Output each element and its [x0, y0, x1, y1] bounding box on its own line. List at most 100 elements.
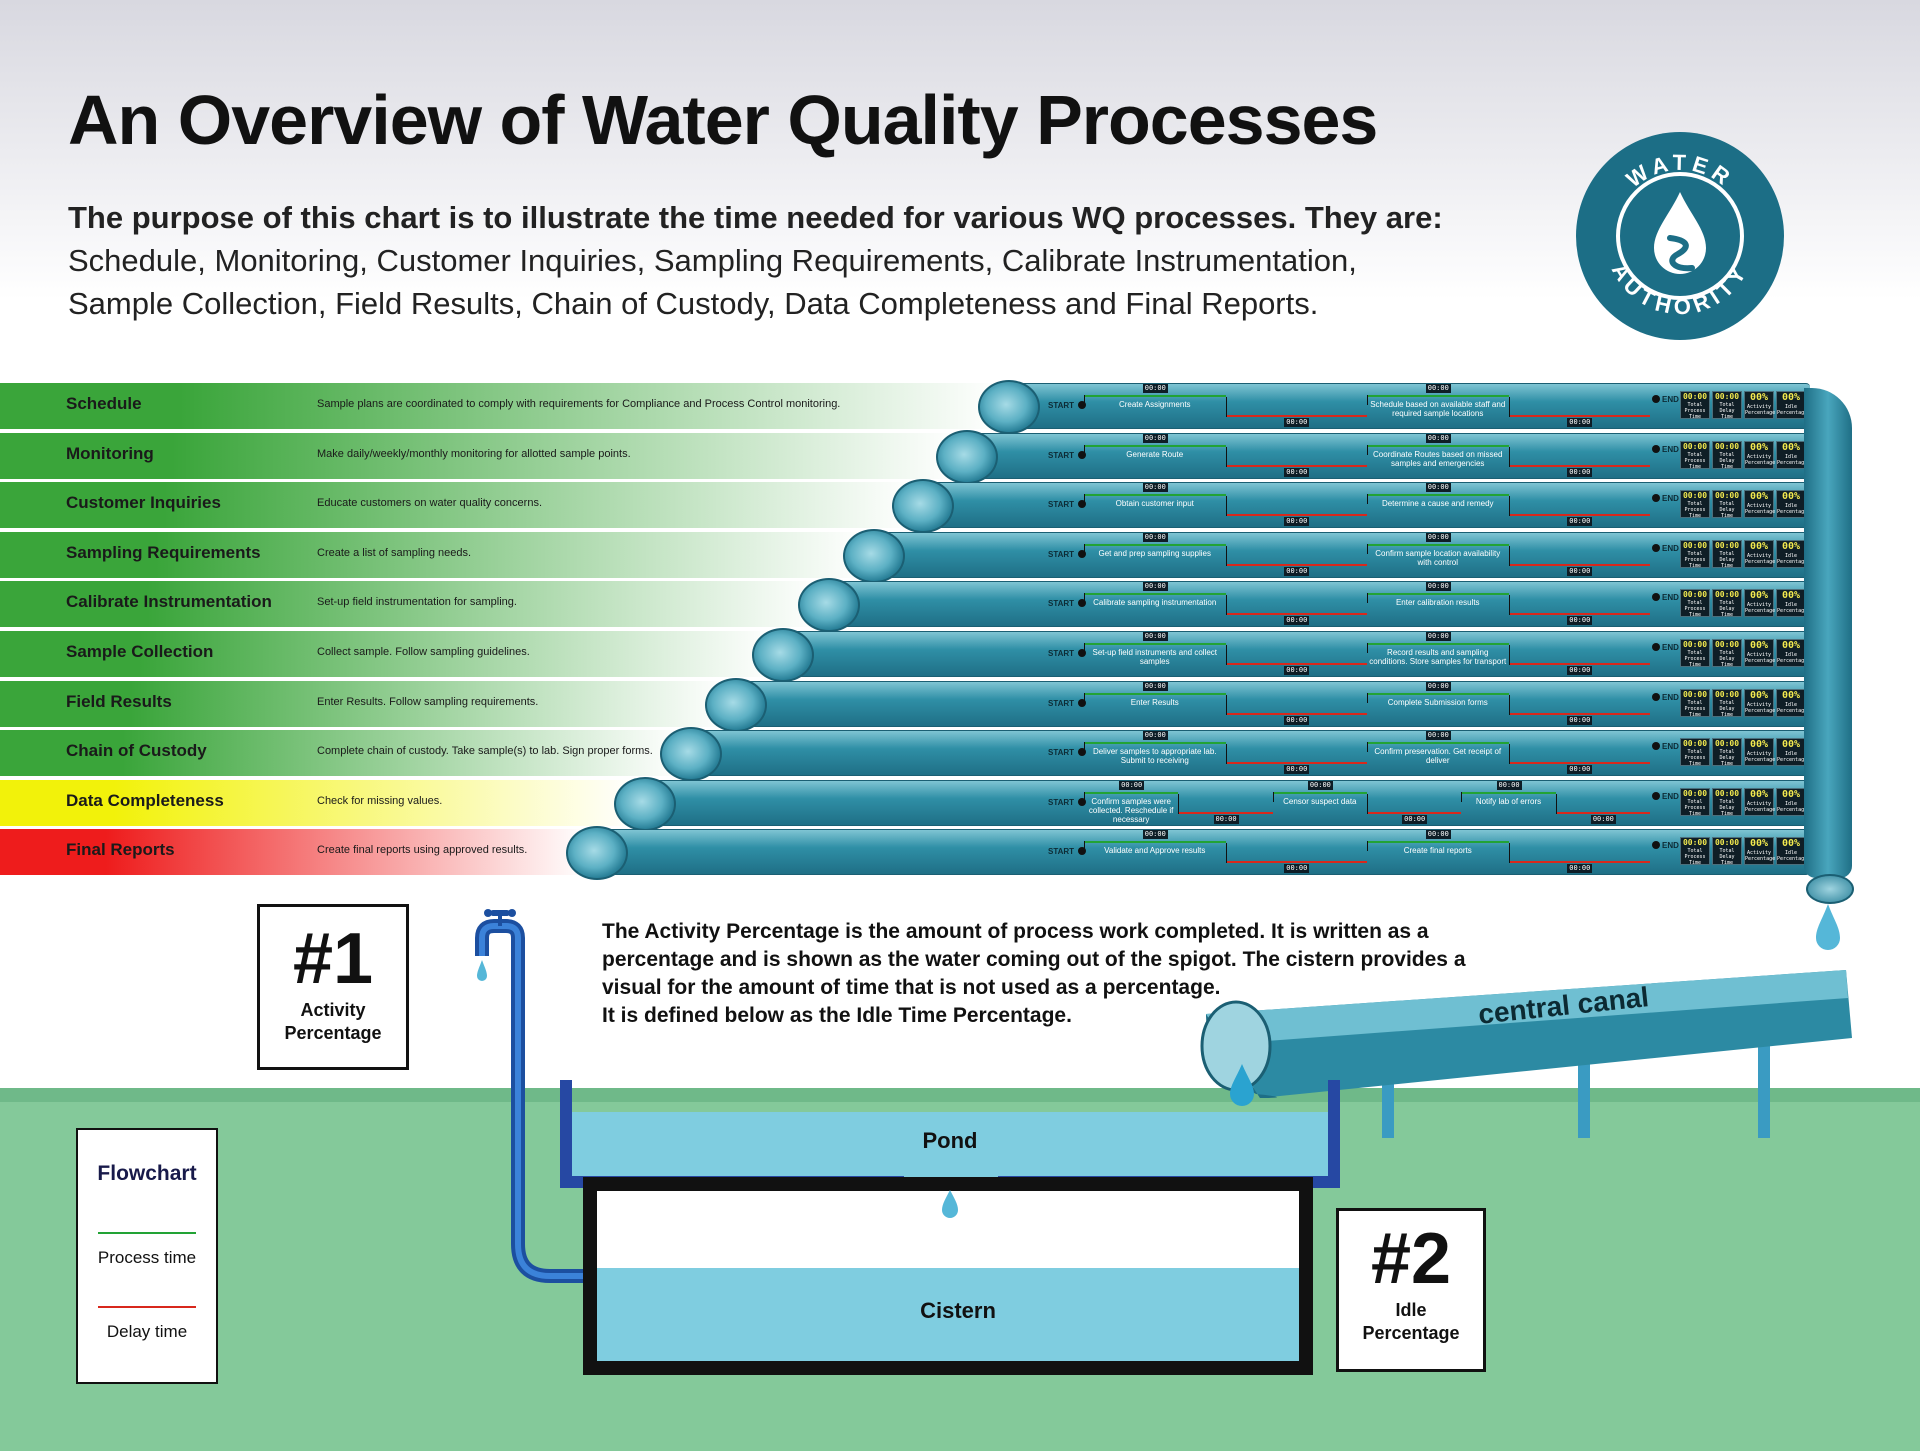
step-tick — [1178, 794, 1180, 814]
step-tick — [1508, 546, 1510, 566]
water-drop-icon — [1654, 192, 1706, 274]
process-description: Educate customers on water quality conce… — [317, 497, 543, 509]
process-band — [0, 532, 863, 578]
process-timer: 00:00 — [1425, 533, 1451, 542]
process-time-line — [1084, 841, 1226, 843]
display-value: 00% — [1781, 640, 1801, 651]
step-tick — [1225, 496, 1227, 516]
process-band — [0, 581, 818, 627]
delay-timer: 00:00 — [1567, 468, 1593, 477]
process-label: Monitoring — [66, 444, 154, 463]
end-dot — [1652, 544, 1660, 552]
start-dot — [1078, 847, 1086, 855]
process-timer: 00:00 — [1425, 384, 1451, 393]
display-caption: Idle Percentage — [1777, 751, 1808, 763]
end-label: END — [1662, 593, 1679, 602]
delay-time-line — [1225, 613, 1367, 615]
step-tick — [1367, 494, 1368, 504]
idle-percentage-display: 00%Idle Percentage — [1776, 689, 1807, 717]
legend-title: Flowchart — [97, 1162, 197, 1185]
idle-percentage-display: 00%Idle Percentage — [1776, 738, 1808, 766]
process-step-label: Schedule based on available staff and re… — [1370, 400, 1506, 418]
legend-process-line — [98, 1232, 196, 1234]
start-dot — [1078, 451, 1086, 459]
box2-label-line1: Idle — [1395, 1300, 1427, 1320]
step-tick — [1555, 794, 1557, 814]
process-time-line — [1084, 395, 1226, 397]
box2-number: #2 — [1370, 1219, 1452, 1299]
step-tick — [1367, 445, 1368, 455]
activity-percentage-display: 00%Activity Percentage — [1744, 639, 1776, 667]
activity-percentage-display: 00%Activity Percentage — [1744, 689, 1775, 717]
display-value: 00:00 — [1714, 838, 1740, 847]
display-value: 00% — [1781, 541, 1801, 552]
idle-percentage-display: 00%Idle Percentage — [1776, 788, 1807, 816]
process-time-line — [1084, 593, 1226, 595]
delay-timer: 00:00 — [1284, 765, 1310, 774]
idle-percentage-display: 00%Idle Percentage — [1776, 837, 1808, 865]
end-dot — [1652, 445, 1660, 453]
spigot-handle-icon — [484, 909, 516, 926]
pipe-opening — [660, 727, 722, 781]
process-time-line — [1367, 395, 1509, 397]
process-time-line — [1084, 494, 1226, 496]
step-tick — [1508, 496, 1510, 516]
display-value: 00% — [1749, 392, 1769, 403]
delay-timer: 00:00 — [1567, 517, 1593, 526]
start-label: START — [1048, 798, 1075, 807]
display-value: 00:00 — [1682, 690, 1708, 699]
process-time-line — [1367, 544, 1509, 546]
start-dot — [1078, 649, 1086, 657]
process-band — [0, 482, 912, 528]
end-dot — [1652, 593, 1660, 601]
start-dot — [1078, 748, 1086, 756]
idle-percentage-display: 00%Idle Percentage — [1776, 589, 1807, 617]
process-band — [0, 730, 680, 776]
water-drop-icon — [942, 1190, 958, 1218]
display-caption: Total Process Time — [1684, 452, 1706, 470]
idle-percentage-display: 00%Idle Percentage — [1776, 490, 1807, 518]
process-time-line — [1367, 593, 1509, 595]
idle-percentage-box: #2 Idle Percentage — [1336, 1208, 1486, 1372]
display-caption: Total Delay Time — [1719, 452, 1735, 470]
process-time-line — [1367, 445, 1509, 447]
process-timer: 00:00 — [1307, 781, 1333, 790]
start-label: START — [1048, 748, 1075, 757]
process-label: Calibrate Instrumentation — [66, 592, 272, 611]
delay-timer: 00:00 — [1284, 567, 1310, 576]
display-value: 00% — [1781, 442, 1801, 453]
logo-ring — [1616, 172, 1744, 300]
cistern-label: Cistern — [920, 1298, 996, 1323]
collector-pipe — [1804, 388, 1852, 878]
process-step-label: Confirm sample location availability wit… — [1375, 549, 1501, 567]
display-caption: Activity Percentage — [1745, 652, 1776, 664]
display-caption: Idle Percentage — [1777, 850, 1808, 862]
pipe-opening — [892, 479, 954, 533]
step-tick — [1084, 841, 1085, 851]
delay-timer: 00:00 — [1284, 418, 1310, 427]
delay-time-line — [1508, 415, 1650, 417]
process-step-label: Deliver samples to appropriate lab. Subm… — [1092, 747, 1217, 765]
display-caption: Total Process Time — [1684, 600, 1706, 618]
display-caption: Total Process Time — [1684, 799, 1706, 817]
activity-percentage-box: #1 Activity Percentage — [257, 904, 409, 1070]
process-pipe — [733, 681, 1810, 727]
display-caption: Total Delay Time — [1719, 402, 1735, 420]
process-time-line — [1084, 643, 1226, 645]
process-timer: 00:00 — [1496, 781, 1522, 790]
pond-label: Pond — [922, 1128, 978, 1153]
process-timer: 00:00 — [1425, 483, 1451, 492]
delay-time-line — [1508, 465, 1650, 467]
delay-timer: 00:00 — [1567, 418, 1593, 427]
display-caption: Activity Percentage — [1745, 801, 1776, 813]
process-band — [0, 681, 725, 727]
end-dot — [1652, 643, 1660, 651]
display-value: 00% — [1781, 392, 1801, 403]
